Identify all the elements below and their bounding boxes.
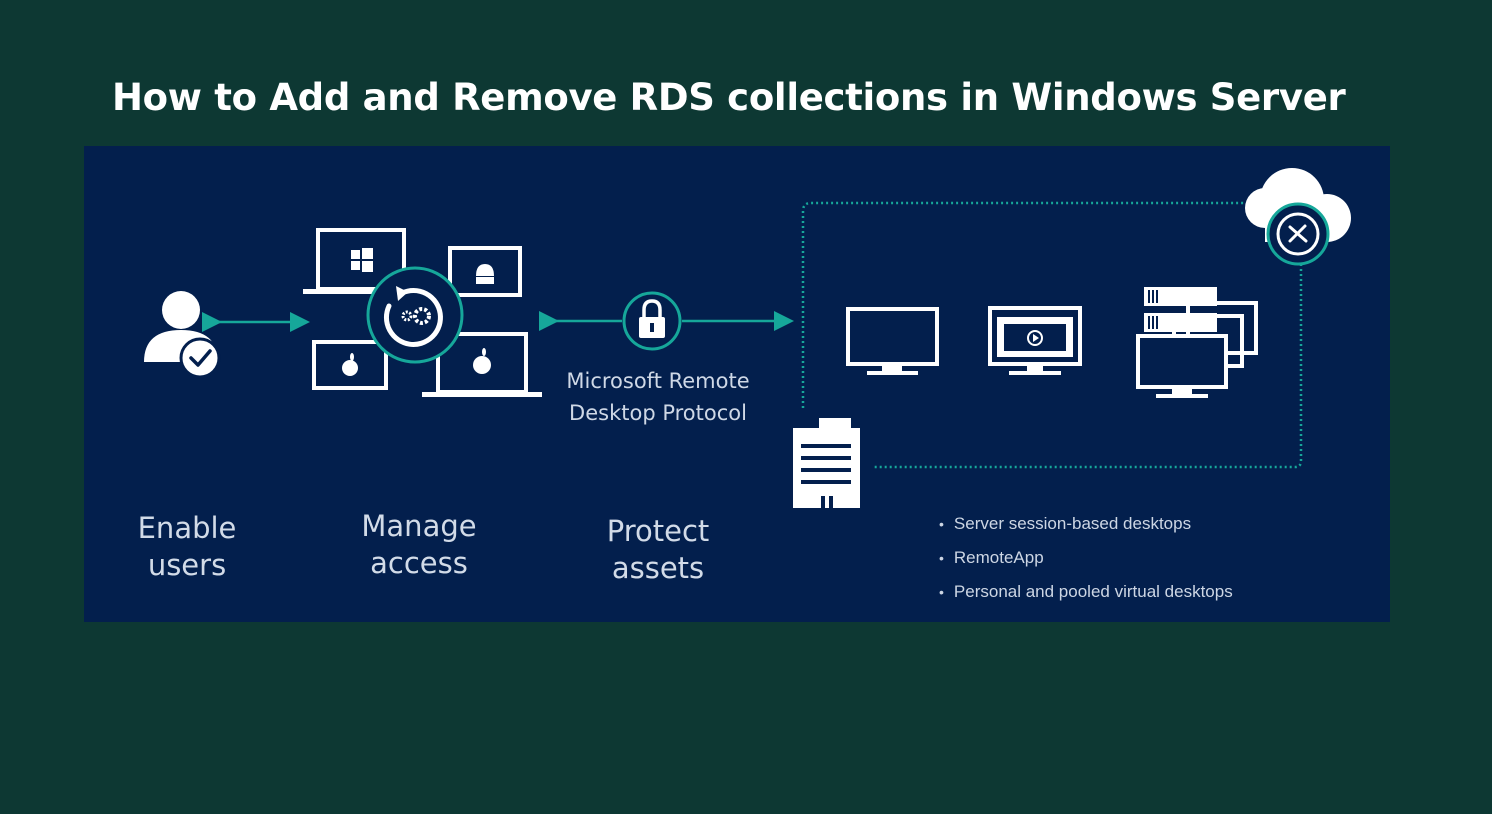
protocol-label: Microsoft Remote Desktop Protocol [558,365,758,429]
caption-protect-assets: Protect assets [598,513,718,587]
protocol-line: Microsoft Remote [566,369,750,393]
caption-line: access [370,546,468,580]
monitor-icon [846,307,939,375]
tablet-apple-icon [312,340,388,390]
caption-manage-access: Manage access [354,508,484,582]
rds-diagram-banner: Enable users Manage access Protect asset… [84,146,1390,622]
caption-line: users [147,548,227,582]
caption-line: Enable [137,511,237,545]
feature-item: Personal and pooled virtual desktops [939,580,1233,614]
rds-diagram [144,168,1351,508]
dotted-frame-bottom [872,264,1303,469]
caption-line: assets [611,551,705,585]
user-check-icon [144,291,221,379]
laptop-windows-icon [303,228,415,294]
lock-icon [622,291,682,351]
feature-list: Server session-based desktops RemoteApp … [939,512,1233,614]
building-icon [793,418,860,508]
laptop-apple-icon [422,332,542,397]
tablet-android-icon [448,246,522,297]
feature-item: Server session-based desktops [939,512,1233,546]
caption-enable-users: Enable users [137,510,237,584]
cloud-remote-icon [1245,168,1351,266]
caption-line: Protect [606,514,710,548]
caption-line: Manage [361,509,477,543]
feature-item: RemoteApp [939,546,1233,580]
protocol-line: Desktop Protocol [569,401,747,425]
page-title: How to Add and Remove RDS collections in… [112,76,1346,119]
sync-gear-icon [366,266,464,364]
monitor-play-icon [988,306,1082,375]
server-stack-icon [1136,287,1258,398]
